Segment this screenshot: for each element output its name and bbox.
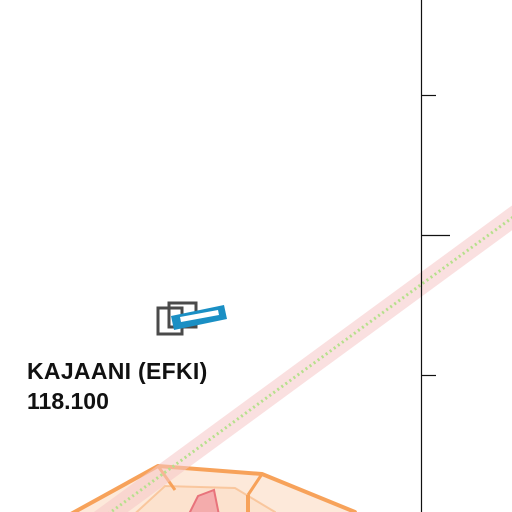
restricted-area[interactable] [186,488,220,512]
route-corridor[interactable] [94,205,512,512]
airport-frequency-label: 118.100 [27,388,109,414]
airport-runway-icon[interactable] [156,301,227,336]
boundary-line [420,0,450,512]
airport-name-label[interactable]: KAJAANI (EFKI) [27,358,208,384]
